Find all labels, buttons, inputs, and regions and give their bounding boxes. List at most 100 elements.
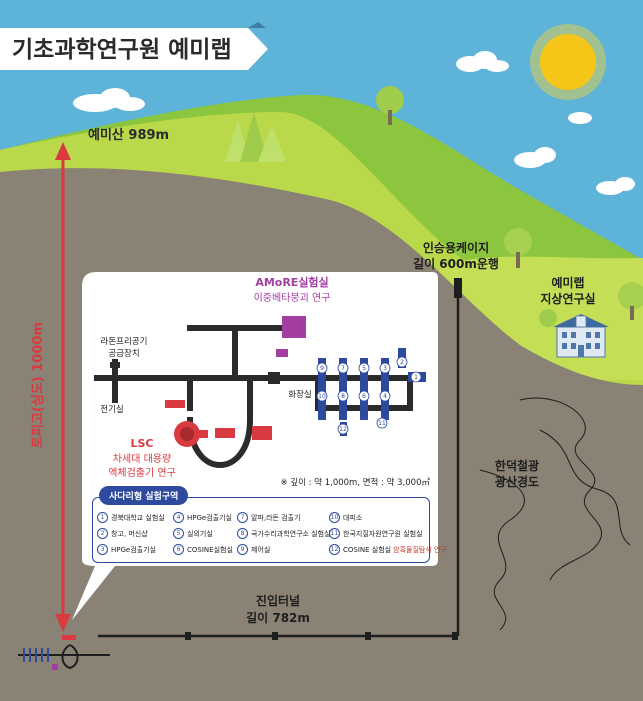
mine-label-1: 한덕철광 bbox=[495, 458, 539, 473]
legend-item-text: 알파,라돈 검출기 bbox=[251, 513, 301, 522]
ground-lab-label-2: 지상연구실 bbox=[540, 291, 595, 306]
legend-item-text: 실외기실 bbox=[187, 529, 213, 538]
legend-item-text: 한국지질자원연구원 실험실 bbox=[343, 529, 423, 538]
legend-item-text: 대피소 bbox=[343, 513, 363, 522]
room-number-8: 8 bbox=[341, 393, 345, 400]
legend-item-number: 3 bbox=[97, 544, 108, 555]
clouds bbox=[73, 51, 635, 195]
room-number-10: 10 bbox=[318, 393, 326, 400]
depth-area-note: ※ 깊이 : 약 1,000m, 면적 : 약 3,000㎡ bbox=[280, 477, 430, 488]
legend-item-number: 2 bbox=[97, 528, 108, 539]
toilet-label: 화장실 bbox=[288, 389, 311, 400]
lab-corridors bbox=[94, 325, 413, 468]
electric-room-label: 전기실 bbox=[100, 404, 123, 415]
lsc-title: LSC bbox=[130, 437, 153, 450]
legend-item-text: HPGe검출기실 bbox=[187, 513, 232, 522]
legend-item-text: 국가수리과학연구소 실험실 bbox=[251, 529, 331, 538]
room-number-3: 3 bbox=[383, 365, 387, 372]
amore-annex bbox=[276, 349, 288, 357]
legend-item-note: 암흑물질탐색 연구 bbox=[393, 545, 447, 554]
room-marker-9 bbox=[316, 362, 328, 374]
title-banner: 기초과학연구원 예미랩 bbox=[0, 22, 268, 70]
room-marker-11 bbox=[376, 417, 388, 429]
legend-item-text: 제어실 bbox=[251, 545, 271, 554]
mountain-label: 예미산 989m bbox=[88, 127, 169, 143]
legend-item-number: 9 bbox=[237, 544, 248, 555]
amore-lab-room bbox=[282, 316, 306, 338]
sun-icon bbox=[530, 24, 606, 100]
room-number-2: 2 bbox=[400, 359, 404, 366]
mini-lab-map bbox=[18, 635, 110, 670]
legend-item-text: 창고, 머신샵 bbox=[111, 529, 148, 538]
lsc-lab bbox=[165, 400, 272, 447]
amore-subtitle: 이중베타붕괴 연구 bbox=[254, 292, 331, 304]
room-number-5: 5 bbox=[362, 365, 366, 372]
legend-item-text: COSINE 실험실 bbox=[343, 545, 392, 554]
legend-item-number: 5 bbox=[173, 528, 184, 539]
legend-item-text: COSINE실험실 bbox=[187, 545, 233, 554]
room-marker-12 bbox=[337, 423, 349, 435]
room-marker-5 bbox=[358, 362, 370, 374]
room-marker-4 bbox=[379, 390, 391, 402]
room-marker-7 bbox=[337, 362, 349, 374]
mine-tunnels bbox=[479, 397, 631, 631]
ground-floor bbox=[0, 699, 643, 701]
legend-item-number: 6 bbox=[173, 544, 184, 555]
radon-label-2: 공급장치 bbox=[108, 348, 139, 359]
depth-arrow bbox=[55, 142, 71, 632]
room-number-12: 12 bbox=[339, 426, 347, 433]
room-number-6: 6 bbox=[362, 393, 366, 400]
trees bbox=[225, 86, 643, 327]
room-number-4: 4 bbox=[383, 393, 387, 400]
mine-label-2: 광산경도 bbox=[495, 474, 539, 489]
room-number-7: 7 bbox=[341, 365, 345, 372]
room-number-1: 1 bbox=[414, 374, 418, 381]
legend-item-number: 7 bbox=[237, 512, 248, 523]
page-title: 기초과학연구원 예미랩 bbox=[12, 37, 232, 63]
depth-label: 토피고(심도) 1000m bbox=[30, 322, 46, 448]
legend-item-number: 1 bbox=[97, 512, 108, 523]
cage-label-2: 길이 600m운행 bbox=[413, 256, 499, 271]
corridor-stubs bbox=[110, 362, 280, 384]
legend-item-number: 10 bbox=[329, 512, 340, 523]
legend-item-text: 경북대학교 실험실 bbox=[111, 513, 165, 522]
room-marker-10 bbox=[316, 390, 328, 402]
room-marker-6 bbox=[358, 390, 370, 402]
building-icon bbox=[553, 314, 609, 358]
radon-label-1: 라돈프리공기 bbox=[101, 337, 148, 347]
room-marker-2 bbox=[396, 356, 408, 368]
legend-item-number: 4 bbox=[173, 512, 184, 523]
cage-label-1: 인승용케이지 bbox=[423, 240, 489, 255]
room-number-11: 11 bbox=[378, 420, 386, 427]
room-marker-1 bbox=[410, 371, 422, 383]
legend-title: 사다리형 실험구역 bbox=[99, 486, 189, 505]
tunnel-label-1: 진입터널 bbox=[256, 593, 300, 608]
tunnel-label-2: 길이 782m bbox=[246, 610, 310, 625]
entrance-tunnel bbox=[98, 632, 458, 640]
cage-shaft bbox=[454, 278, 462, 636]
room-number-9: 9 bbox=[320, 365, 324, 372]
amore-title: AMoRE실험실 bbox=[255, 275, 328, 289]
legend-item-number: 12 bbox=[329, 544, 340, 555]
room-marker-3 bbox=[379, 362, 391, 374]
legend-item-text: HPGe검출기실 bbox=[111, 545, 156, 554]
room-marker-8 bbox=[337, 390, 349, 402]
lsc-subtitle-1: 차세대 대용량 bbox=[113, 453, 171, 465]
lsc-subtitle-2: 액체검출기 연구 bbox=[108, 467, 176, 479]
ground-lab-label-1: 예미랩 bbox=[551, 275, 584, 290]
